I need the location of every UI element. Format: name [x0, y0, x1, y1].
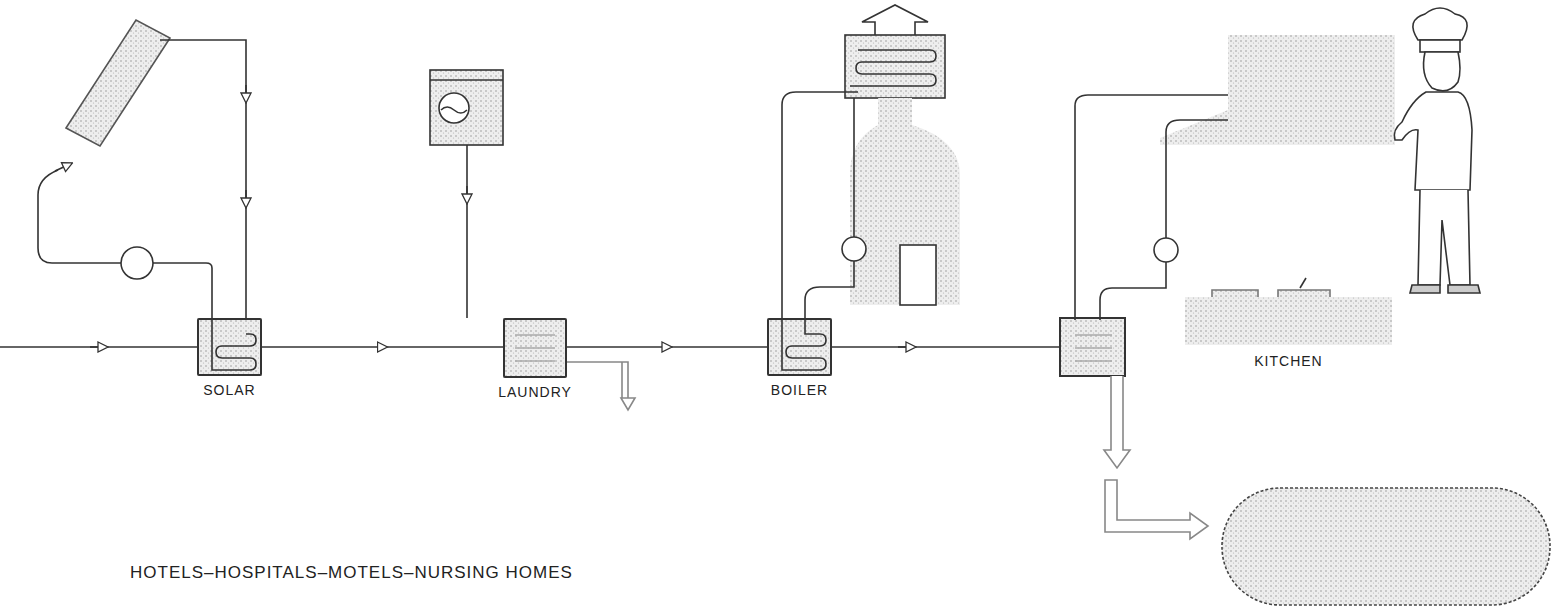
stack-heat-exchanger — [845, 35, 945, 98]
flow-pipe — [567, 346, 767, 348]
kitchen-pipe — [1100, 262, 1166, 320]
flow-pipe — [262, 346, 503, 348]
inlet-pipe — [0, 346, 197, 348]
drain-arrow — [1104, 376, 1130, 468]
flow-arrow — [245, 85, 247, 98]
boiler-furnace — [850, 98, 960, 305]
drain-arrow — [1105, 480, 1208, 539]
heat-coil — [1075, 335, 1112, 361]
caption-label: HOTELS–HOSPITALS–MOTELS–NURSING HOMES — [130, 563, 573, 583]
kitchen-hood — [1160, 35, 1395, 145]
kitchen-stove: KITCHEN — [1185, 297, 1392, 345]
solar-pipe — [160, 40, 246, 330]
laundry-pipe — [466, 145, 468, 318]
boiler-to-kitchen-pipe — [832, 346, 1060, 348]
heat-coil — [515, 335, 555, 361]
flow-arrow — [245, 190, 247, 203]
kitchen-pipe — [1166, 120, 1228, 238]
stove — [1185, 297, 1392, 345]
laundry-tank: LAUNDRY — [503, 318, 567, 378]
heat-coil — [212, 320, 256, 370]
chef-figure — [1394, 8, 1480, 293]
pump — [121, 247, 153, 279]
drain-arrow — [567, 362, 635, 410]
flow-arrow — [466, 186, 468, 199]
boiler-pipe — [805, 261, 854, 320]
heat-coil — [850, 50, 936, 86]
flow-arrow — [90, 346, 103, 348]
flow-arrow — [898, 346, 911, 348]
heat-coil — [782, 320, 826, 370]
exhaust-arrow — [862, 5, 928, 35]
furnace-door — [900, 245, 936, 305]
node-label: KITCHEN — [1254, 353, 1322, 369]
storage-tank — [1222, 488, 1550, 605]
pump — [842, 237, 866, 261]
pump — [1154, 238, 1178, 262]
solar-collector — [66, 20, 170, 146]
node-label: BOILER — [771, 382, 828, 398]
boiler-tank: BOILER — [767, 318, 832, 376]
boiler-pipe — [782, 92, 858, 320]
node-label: LAUNDRY — [498, 384, 572, 400]
kitchen-tank — [1060, 318, 1125, 376]
kitchen-pipe — [1075, 95, 1228, 320]
washing-machine — [430, 70, 503, 145]
return-pipe — [153, 263, 212, 318]
node-label: SOLAR — [203, 382, 255, 398]
solar-tank: SOLAR — [197, 318, 262, 376]
boiler-pipe — [853, 98, 855, 237]
return-pipe — [38, 170, 121, 263]
flow-arrow — [55, 165, 68, 171]
